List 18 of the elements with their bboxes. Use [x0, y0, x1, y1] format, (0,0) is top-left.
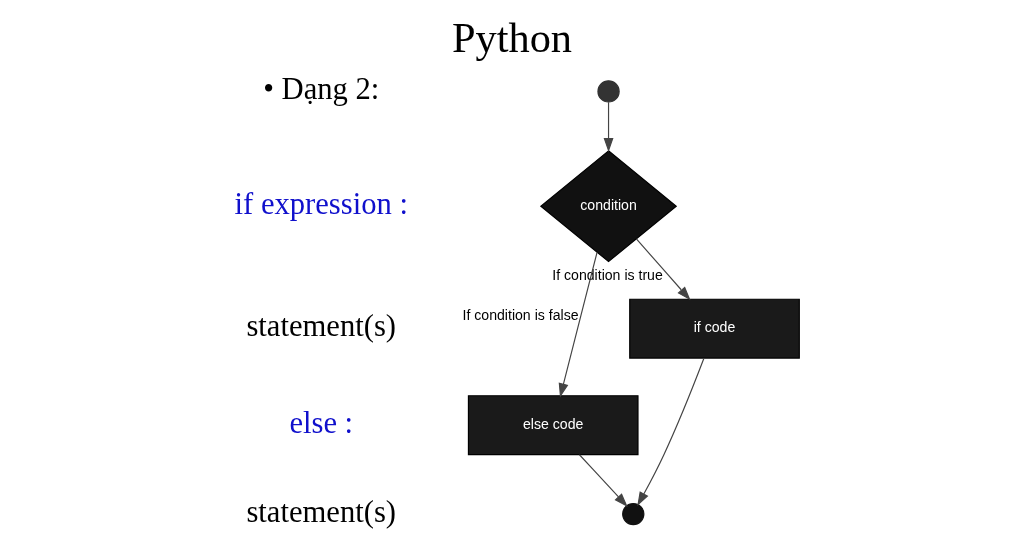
edge-label: If condition is true	[552, 267, 663, 284]
arrow	[558, 251, 598, 398]
arrow	[603, 101, 614, 153]
node-box: else code	[467, 395, 639, 456]
label: statement(s)	[246, 309, 397, 344]
edge-label: If condition is false	[462, 306, 579, 323]
arrow	[578, 454, 628, 507]
node-circle	[597, 80, 620, 103]
diagram-title: Python	[451, 13, 573, 61]
label: if expression :	[234, 186, 408, 221]
arrow	[635, 238, 691, 301]
label: • Dạng 2:	[263, 71, 380, 106]
label: statement(s)	[246, 494, 397, 529]
label: else :	[289, 405, 354, 440]
node-box: if code	[629, 298, 800, 359]
node-diamond: condition	[539, 150, 678, 263]
arrow	[637, 357, 705, 506]
node-circle	[622, 502, 645, 526]
